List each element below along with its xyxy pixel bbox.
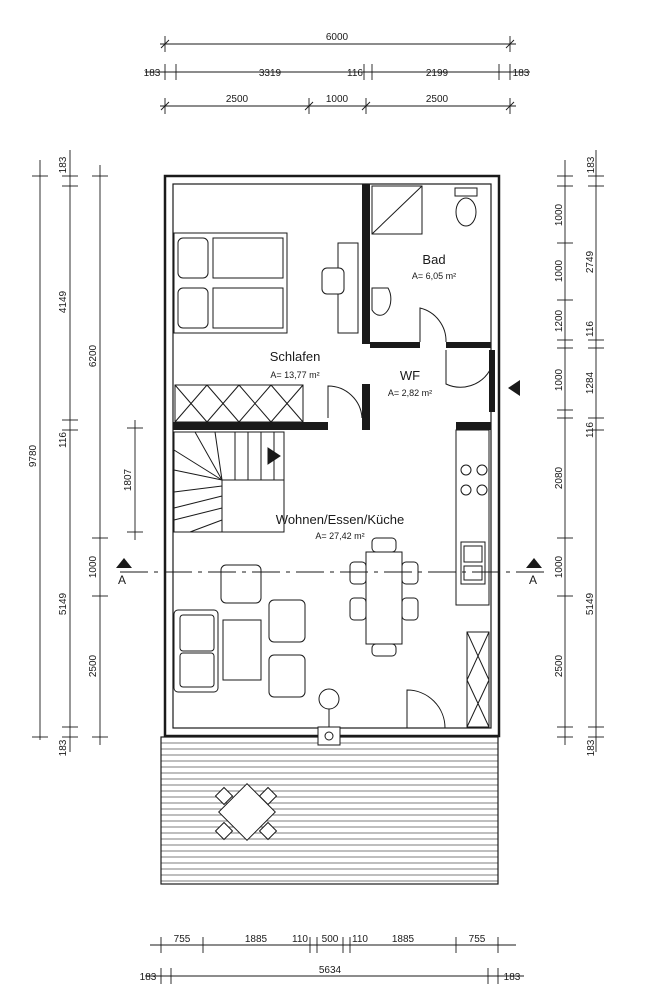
dim-right-i-3: 1200	[554, 309, 565, 332]
dim-right-i-8: 1000	[554, 555, 565, 578]
dim-right-i-0: 183	[586, 156, 597, 173]
shower	[371, 185, 423, 235]
dim-left-m-1: 1000	[88, 555, 99, 578]
room-area-schlafen: A= 13,77 m²	[270, 370, 319, 380]
dining-set	[349, 537, 419, 657]
room-area-wf: A= 2,82 m²	[388, 388, 432, 398]
dim-right-o-1: 1284	[585, 371, 596, 394]
section-marker-right: A	[526, 558, 542, 587]
dim-top-r2-4: 183	[513, 68, 530, 79]
wardrobe	[174, 384, 304, 423]
right-dimensions	[557, 150, 604, 752]
dim-left-o-3: 5149	[58, 592, 69, 615]
dim-top-r2-1: 3319	[259, 68, 282, 79]
kitchen-counter	[455, 429, 490, 606]
dim-bot-r2-2: 183	[504, 972, 521, 983]
right-dimension-labels: 183 1000 1000 1200 116 1000 116 2080 100…	[554, 156, 597, 756]
dim-right-i-10: 183	[586, 739, 597, 756]
top-dimension-labels: 6000 183 3319 116 2199 183 2500 1000 250…	[144, 32, 530, 105]
double-bed	[173, 232, 288, 334]
dim-bot-r1-0: 755	[174, 934, 191, 945]
dim-top-r2-2: 116	[347, 68, 363, 79]
dim-bot-r1-3: 500	[322, 934, 339, 945]
dim-right-i-1: 1000	[554, 203, 565, 226]
terrace-deck	[160, 736, 499, 885]
room-area-bad: A= 6,05 m²	[412, 271, 456, 281]
room-name-wohnen: Wohnen/Essen/Küche	[276, 512, 404, 527]
dim-overall-width: 6000	[326, 32, 349, 43]
dim-bot-r2-0: 183	[140, 972, 157, 983]
room-name-wf: WF	[400, 368, 420, 383]
dim-right-i-6: 116	[585, 422, 596, 438]
patio-table-set	[214, 783, 278, 841]
bottom-dimension-labels: 755 1885 110 500 110 1885 755 183 5634 1…	[140, 934, 521, 983]
section-marker-left: A	[116, 558, 132, 587]
dim-right-i-7: 2080	[554, 466, 565, 489]
bedroom-desk	[321, 242, 359, 334]
washbasin	[371, 287, 392, 316]
dim-bot-r1-6: 755	[469, 934, 486, 945]
dim-top-r3-1: 1000	[326, 94, 349, 105]
dim-right-o-2: 5149	[585, 592, 596, 615]
left-dimension-labels: 9780 183 4149 116 5149 183 6200 1000 250…	[28, 156, 134, 756]
bottom-dimensions	[145, 937, 524, 984]
dim-top-r2-3: 2199	[426, 68, 449, 79]
left-dimensions	[32, 150, 143, 752]
dim-bot-r1-4: 110	[352, 934, 368, 945]
dim-right-o-0: 2749	[585, 250, 596, 273]
room-name-schlafen: Schlafen	[270, 349, 321, 364]
dim-left-o-2: 116	[58, 432, 69, 448]
dim-bot-r2-1: 5634	[319, 965, 342, 976]
dim-left-o-4: 183	[58, 739, 69, 756]
dim-top-r3-2: 2500	[426, 94, 449, 105]
dim-top-r3-0: 2500	[226, 94, 249, 105]
dim-overall-depth: 9780	[28, 444, 39, 467]
dim-left-o-0: 183	[58, 156, 69, 173]
entrance-arrow	[508, 380, 520, 396]
dim-left-m-0: 6200	[88, 344, 99, 367]
staircase	[173, 431, 285, 533]
room-name-bad: Bad	[422, 252, 445, 267]
dim-bot-r1-2: 110	[292, 934, 308, 945]
fireplace-stove	[317, 688, 341, 746]
dim-top-r2-0: 183	[144, 68, 161, 79]
dim-right-i-2: 1000	[554, 259, 565, 282]
dim-right-i-4: 116	[585, 321, 596, 337]
room-labels: Schlafen A= 13,77 m² Bad A= 6,05 m² WF A…	[270, 252, 456, 541]
dim-bot-r1-5: 1885	[392, 934, 415, 945]
dim-right-i-9: 2500	[554, 654, 565, 677]
doors	[327, 307, 491, 729]
room-area-wohnen: A= 27,42 m²	[315, 531, 364, 541]
dim-left-m-2: 2500	[88, 654, 99, 677]
dim-bot-r1-1: 1885	[245, 934, 268, 945]
interior-walls	[173, 184, 495, 430]
dim-right-i-5: 1000	[554, 368, 565, 391]
kitchen-cabinet	[466, 631, 490, 728]
living-furniture	[173, 564, 306, 698]
dim-left-o-1: 4149	[58, 290, 69, 313]
toilet	[454, 187, 478, 227]
svg-text:A: A	[529, 573, 537, 587]
dim-stair: 1807	[123, 468, 134, 491]
svg-text:A: A	[118, 573, 126, 587]
top-dimensions	[145, 36, 530, 114]
